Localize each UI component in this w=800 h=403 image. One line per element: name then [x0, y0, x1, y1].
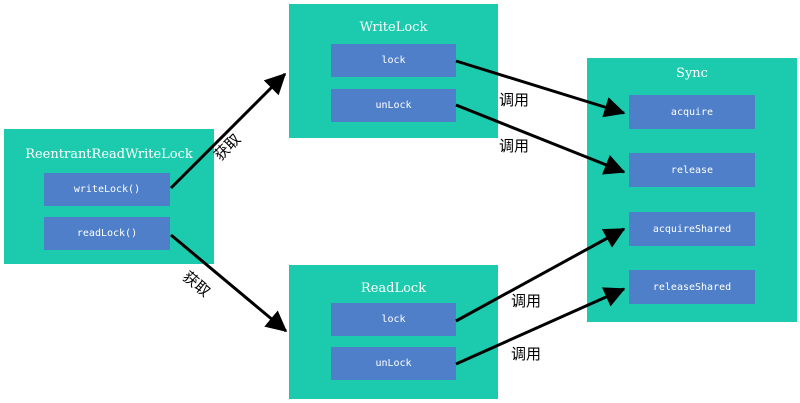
label-call-3: 调用 — [511, 292, 542, 310]
sync-release-shared: releaseShared — [629, 270, 755, 304]
read-lock-panel: ReadLock lock unLock — [289, 265, 498, 399]
sync-acquire-shared: acquireShared — [629, 212, 755, 246]
rrwl-panel: ReentrantReadWriteLock writeLock() readL… — [4, 129, 214, 264]
arrow-obtain-read — [170, 233, 288, 333]
write-lock-panel: WriteLock lock unLock — [289, 4, 498, 138]
read-lock-title: ReadLock — [360, 281, 427, 296]
rrwl-title: ReentrantReadWriteLock — [25, 147, 193, 162]
write-lock-method: writeLock() — [44, 173, 170, 206]
sync-title: Sync — [676, 66, 708, 81]
read-lock-method: readLock() — [44, 217, 170, 250]
label-call-4: 调用 — [511, 345, 542, 363]
write-lock-unlock: unLock — [331, 89, 456, 122]
write-lock-title: WriteLock — [359, 20, 428, 35]
sync-panel: Sync acquire release acquireShared relea… — [587, 58, 797, 322]
arrow-lock-to-acquire — [455, 59, 626, 118]
sync-acquire: acquire — [629, 95, 755, 129]
label-call-1: 调用 — [499, 91, 530, 109]
write-lock-lock: lock — [331, 44, 456, 77]
sync-release: release — [629, 153, 755, 187]
read-lock-unlock: unLock — [331, 347, 456, 380]
arrow-obtain-write — [169, 72, 287, 190]
arrow-unlock-to-release — [455, 103, 626, 175]
arrow-unlock-to-release-shared — [455, 287, 626, 366]
label-call-2: 调用 — [499, 137, 530, 155]
read-lock-lock: lock — [331, 303, 456, 336]
arrow-lock-to-acquire-shared — [455, 227, 626, 323]
